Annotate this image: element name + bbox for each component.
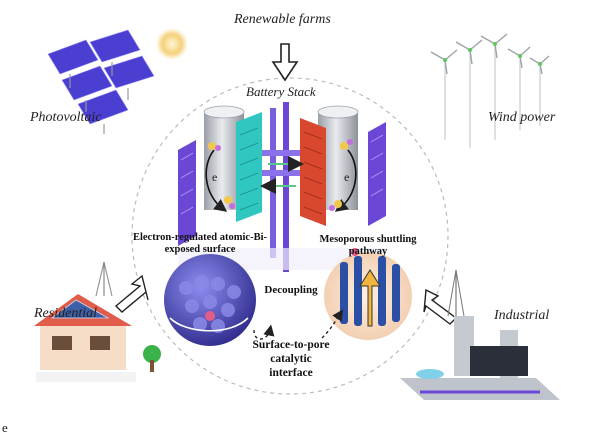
electron-regulated-label: Electron-regulated atomic-Bi-exposed sur… [132,232,268,255]
decoupling-label: Decoupling [264,284,318,296]
arrow-to-residential-icon [114,274,149,313]
interface-label: Surface-to-pore catalytic interface [252,339,330,379]
battery-stack-diagram [178,102,386,272]
electron-right-label: e [344,170,350,184]
mesoporous-label: Mesoporous shuttling pathway [319,234,417,257]
solar-panels-icon [47,28,188,134]
down-arrow-icon [271,43,299,82]
atomic-surface-sphere [164,254,256,346]
residential-label: Residential [34,306,97,321]
mesoporous-sphere [324,248,412,340]
industrial-plant-icon [400,269,560,400]
sun-icon [156,28,188,60]
industrial-label: Industrial [494,308,550,323]
renewable-farms-label: Renewable farms [234,12,331,27]
wind-power-label: Wind power [488,110,556,125]
electron-left-label: e [212,170,218,184]
stray-e-label: e [2,420,8,435]
cyan-electrode [236,112,262,222]
battery-stack-label: Battery Stack [246,84,316,99]
red-electrode [300,118,326,226]
stack-dashed-circle [131,77,449,395]
photovoltaic-label: Photovoltaic [30,110,102,125]
residential-house-icon [34,261,161,382]
wind-turbines-icon [430,33,550,148]
